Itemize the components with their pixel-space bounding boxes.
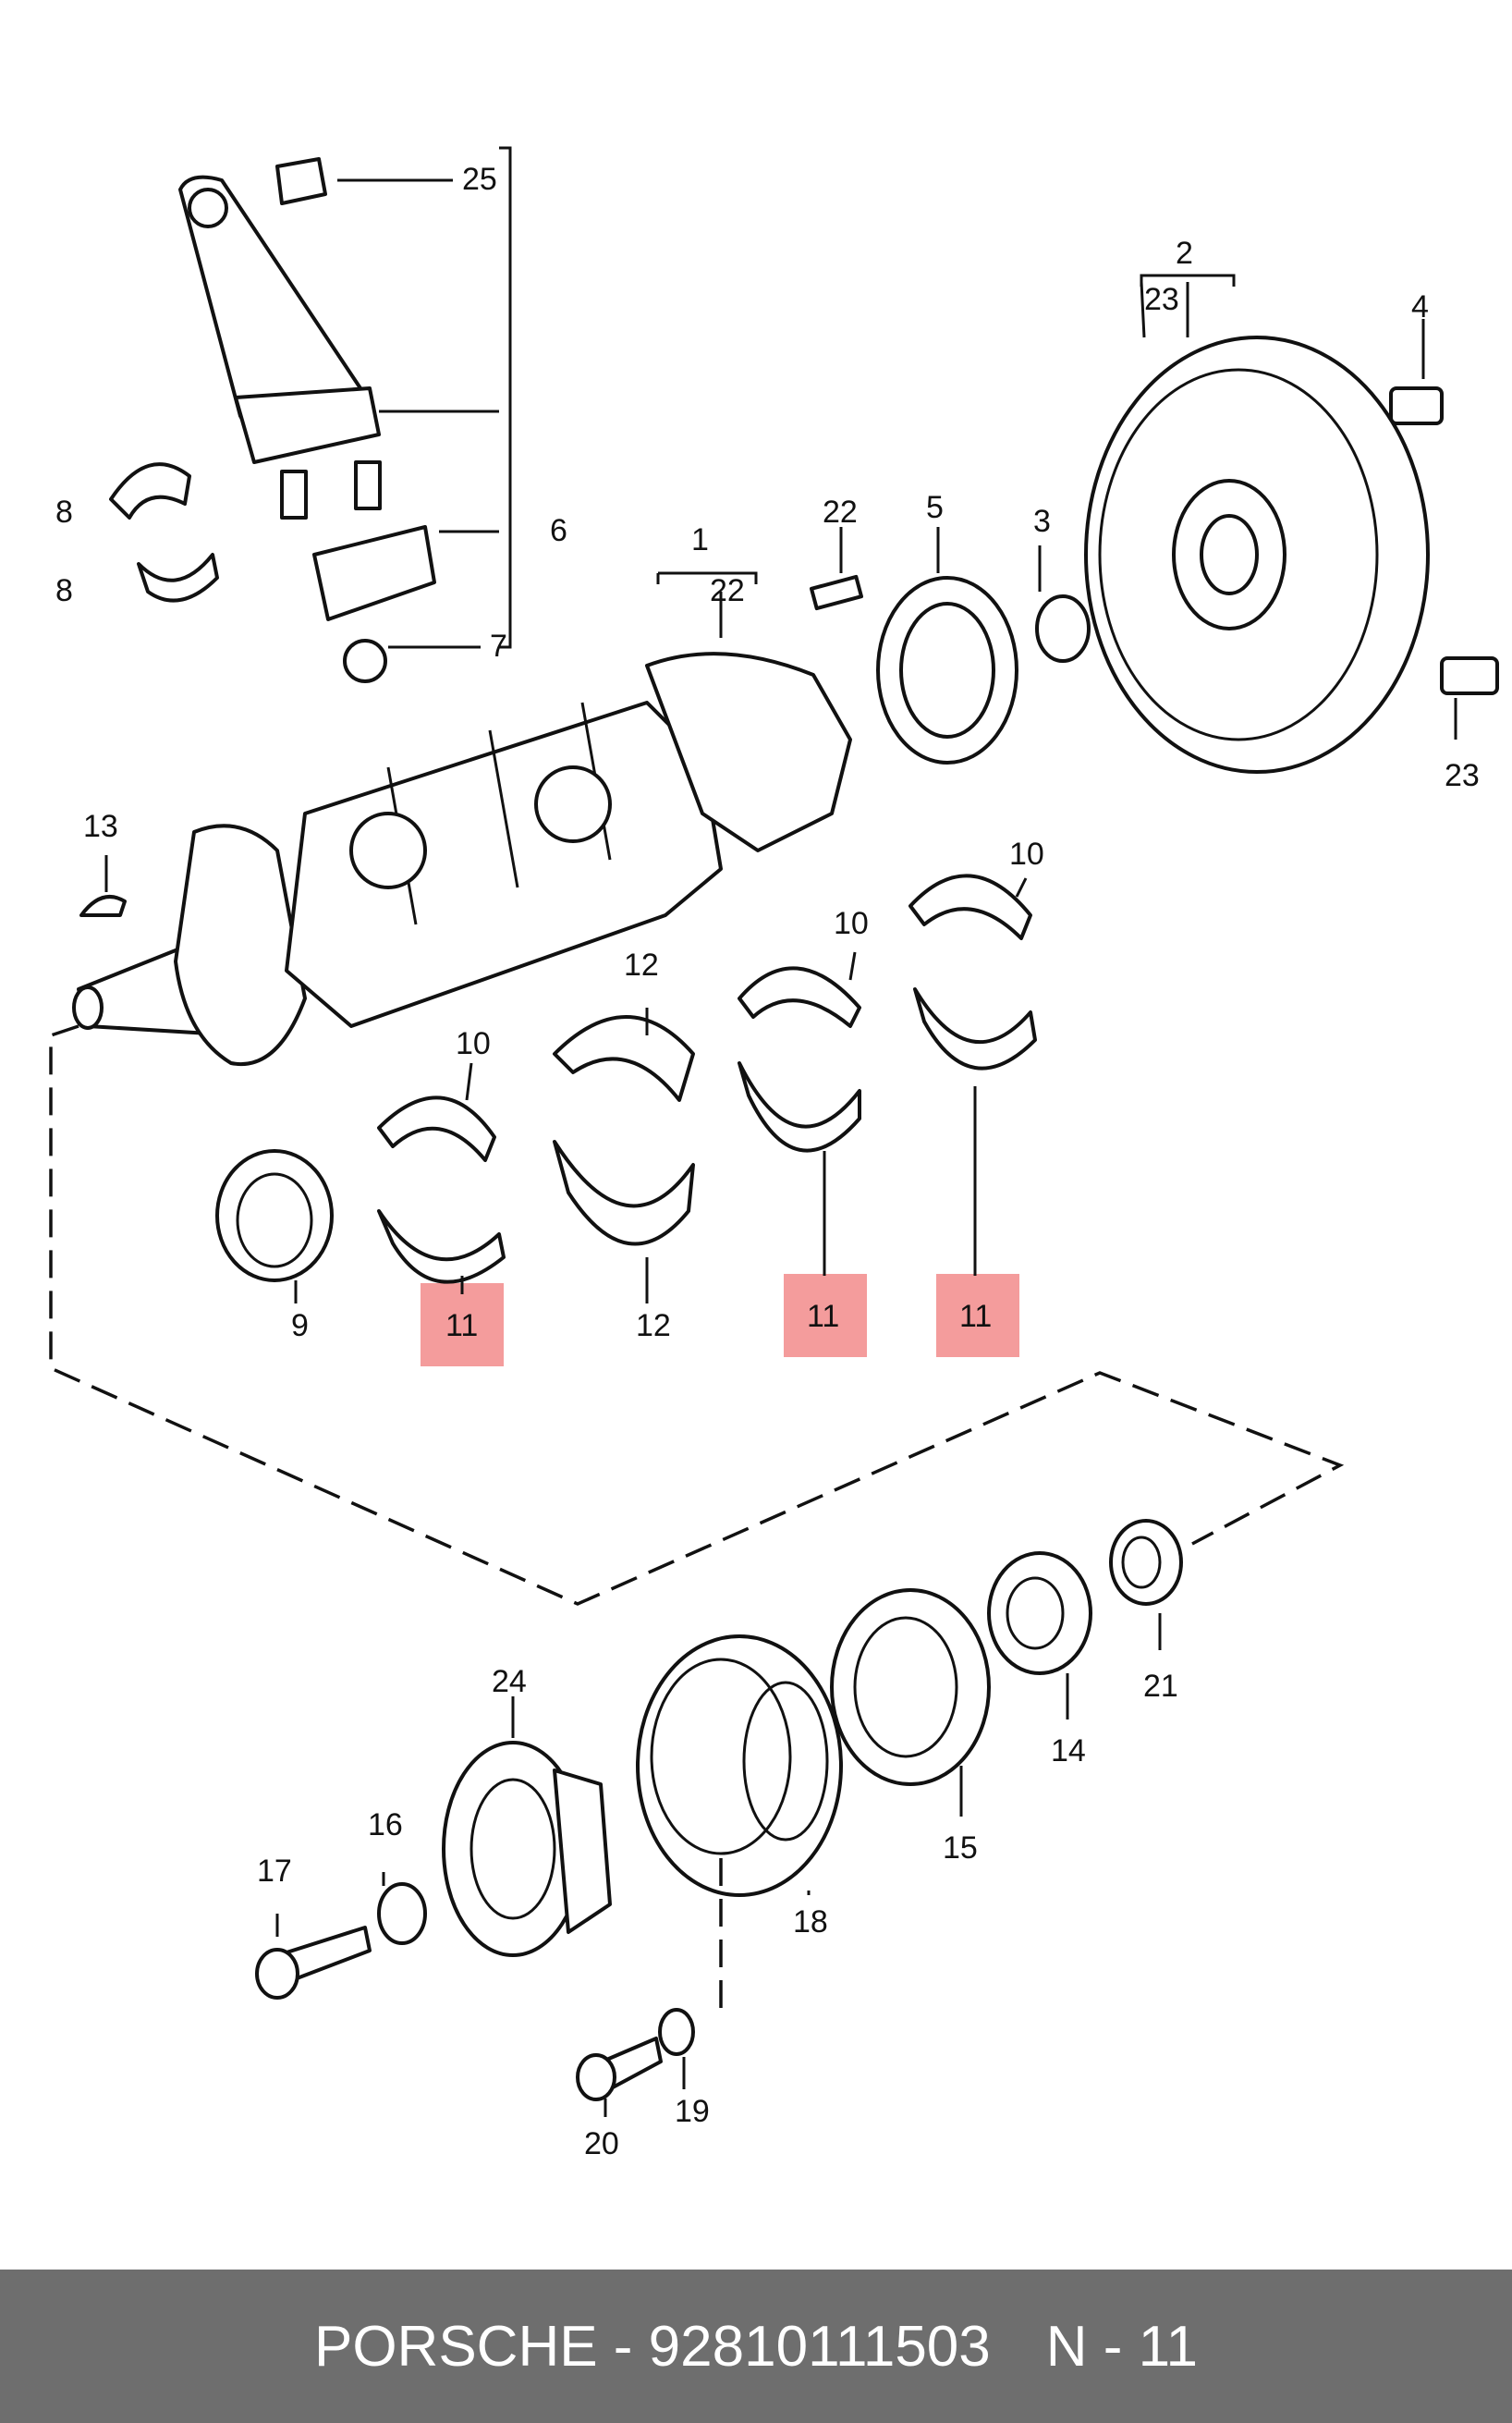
bearing-11a xyxy=(377,1209,506,1284)
callout-1: 1 xyxy=(691,522,709,557)
bearing-10c xyxy=(908,874,1032,940)
callout-21: 21 xyxy=(1143,1669,1178,1704)
callout-22b: 22 xyxy=(823,495,858,530)
callout-12a: 12 xyxy=(624,948,659,983)
callout-18: 18 xyxy=(793,1904,828,1940)
callout-4: 4 xyxy=(1411,289,1429,324)
bolt-17 xyxy=(255,1926,372,2000)
seal-21 xyxy=(1109,1519,1183,1606)
callout-8a: 8 xyxy=(55,495,73,530)
key-13 xyxy=(79,895,127,917)
exploded-parts-diagram: 25 8 8 6 7 1 22 22 5 3 2 23 4 23 13 10 1… xyxy=(49,146,1499,2161)
flywheel xyxy=(1084,336,1430,774)
pulley-24 xyxy=(442,1741,612,1957)
footer-bar: PORSCHE - 92810111503 N - 11 xyxy=(0,2270,1512,2423)
callout-25: 25 xyxy=(462,162,497,197)
seal-5-inner xyxy=(899,602,995,739)
callout-10c: 10 xyxy=(1009,837,1044,872)
sprocket-15 xyxy=(830,1588,991,1786)
highlight-11-b xyxy=(784,1274,867,1357)
connecting-rod xyxy=(178,175,382,520)
callout-8b: 8 xyxy=(55,573,73,608)
bracket-line xyxy=(337,146,512,649)
callout-12b: 12 xyxy=(636,1308,671,1343)
dashed-assembly-outline xyxy=(49,1024,1345,1606)
callout-7: 7 xyxy=(490,629,507,664)
leader-lines xyxy=(104,281,1457,2117)
callout-17: 17 xyxy=(257,1854,292,1889)
thrust-bearing-9 xyxy=(215,1149,334,1282)
highlight-11-a xyxy=(421,1283,504,1366)
diagram-reference: N - 11 xyxy=(1045,2314,1199,2379)
bearing-8b xyxy=(137,553,219,603)
callout-19: 19 xyxy=(675,2094,710,2129)
bearing-11b xyxy=(738,1061,861,1153)
callout-5: 5 xyxy=(926,490,944,525)
callout-15: 15 xyxy=(943,1830,978,1866)
seal-21-inner xyxy=(1121,1536,1162,1589)
highlight-11-c xyxy=(936,1274,1019,1357)
thrust-bearing-9-inner xyxy=(236,1172,313,1268)
callout-3: 3 xyxy=(1033,504,1051,539)
bearing-10b xyxy=(738,966,861,1028)
nut-7 xyxy=(343,639,387,683)
callout-10a: 10 xyxy=(456,1026,491,1061)
callout-9: 9 xyxy=(291,1308,309,1343)
crankshaft xyxy=(72,652,852,1067)
callout-23a: 23 xyxy=(1144,282,1179,317)
callout-6: 6 xyxy=(550,513,567,548)
callout-labels: 25 8 8 6 7 1 22 22 5 3 2 23 4 23 13 10 1… xyxy=(55,162,1480,2161)
callout-22a: 22 xyxy=(710,573,745,608)
part-number-text: PORSCHE - 92810111503 xyxy=(313,2314,991,2379)
rod-cap xyxy=(312,525,436,621)
bearing-11c xyxy=(913,987,1037,1071)
callout-2: 2 xyxy=(1176,236,1193,271)
callout-23b: 23 xyxy=(1445,758,1480,793)
callout-11b: 11 xyxy=(807,1299,839,1334)
dowel-22 xyxy=(810,574,863,611)
bracket-top xyxy=(656,274,1236,584)
bearing-12a xyxy=(553,1015,695,1102)
stud-23 xyxy=(1440,656,1499,695)
callout-20: 20 xyxy=(584,2126,619,2161)
gear-14 xyxy=(987,1551,1092,1675)
bearing-8a xyxy=(109,462,191,520)
callout-10b: 10 xyxy=(834,906,869,941)
callout-24: 24 xyxy=(492,1664,527,1699)
bearing-10a xyxy=(377,1095,496,1162)
callout-14: 14 xyxy=(1051,1733,1086,1768)
callout-16: 16 xyxy=(368,1807,403,1842)
washer-16 xyxy=(377,1882,427,1945)
bolt-4 xyxy=(1389,386,1444,425)
bushing-25 xyxy=(275,157,327,205)
bolt-20 xyxy=(576,2037,663,2101)
callout-11a: 11 xyxy=(445,1308,478,1343)
callout-11c: 11 xyxy=(959,1299,992,1334)
pilot-bearing-3 xyxy=(1035,594,1091,663)
bearing-12b xyxy=(553,1140,695,1246)
washer-19 xyxy=(658,2008,695,2056)
callout-13: 13 xyxy=(83,809,118,844)
pulley-18 xyxy=(636,1634,843,1897)
